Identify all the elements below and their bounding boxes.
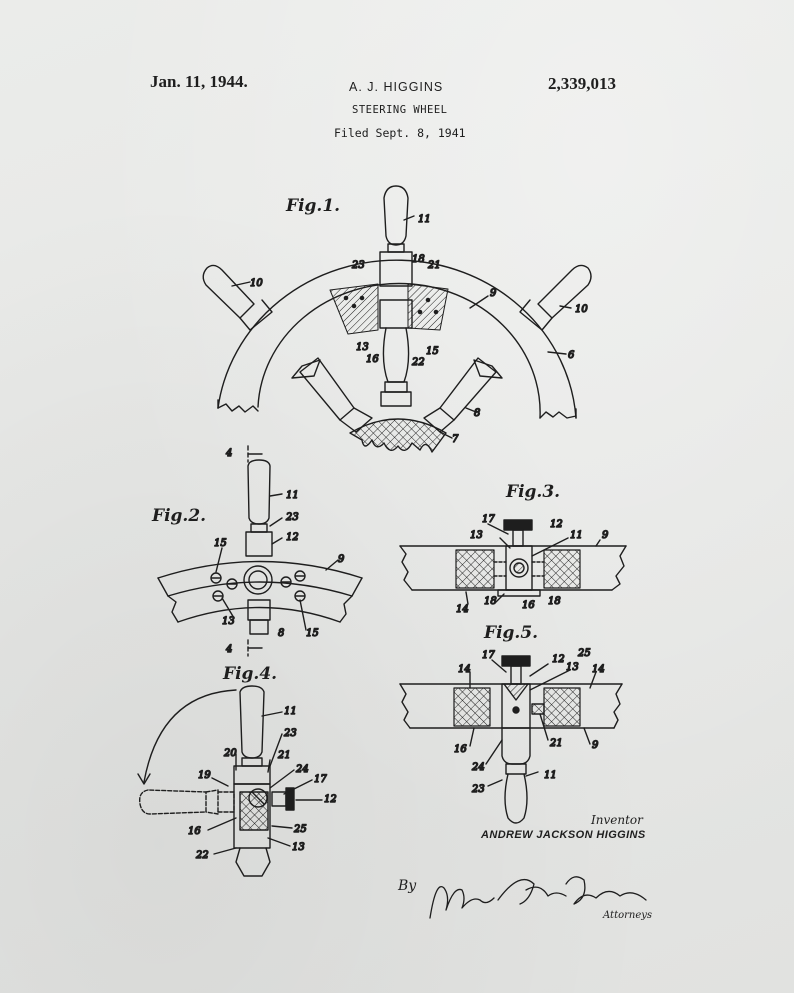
filed-date: Filed Sept. 8, 1941 [334, 126, 466, 140]
ref-label: 17 [482, 650, 495, 661]
figure-2-drawing [157, 445, 363, 657]
ref-label: 14 [592, 664, 605, 675]
figure-5-label: Fig.5. [484, 623, 539, 643]
ref-label: 23 [351, 260, 365, 271]
inventor-header: A. J. HIGGINS [349, 80, 444, 94]
attorneys-label: Attorneys [603, 910, 653, 921]
ref-label: 21 [277, 750, 291, 761]
ref-label: 17 [314, 774, 327, 785]
ref-label: 20 [223, 748, 237, 759]
ref-label: 11 [418, 214, 431, 225]
ref-label: 8 [278, 628, 284, 639]
ref-label: 7 [452, 434, 459, 445]
ref-label: 12 [550, 519, 563, 530]
ref-label: 13 [356, 342, 369, 353]
ref-label: 24 [295, 764, 309, 775]
ref-label: 14 [456, 604, 469, 615]
ref-label: 21 [549, 738, 563, 749]
ref-label: 16 [454, 744, 467, 755]
ref-label: 16 [188, 826, 201, 837]
figure-1-refs: 11 10 10 23 18 21 9 6 13 16 22 15 8 7 [249, 213, 589, 445]
ref-label: 11 [284, 706, 297, 717]
ref-label: 12 [286, 532, 299, 543]
figure-5-drawing [399, 655, 623, 824]
figure-3-label: Fig.3. [506, 482, 561, 502]
ref-label: 23 [283, 728, 297, 739]
ref-label: 14 [458, 664, 471, 675]
ref-label: 19 [198, 770, 211, 781]
ref-label: 13 [222, 616, 235, 627]
ref-label: 6 [568, 350, 575, 361]
figure-4-label: Fig.4. [223, 664, 278, 684]
ref-label: 10 [575, 304, 588, 315]
figure-1-drawing [202, 185, 592, 453]
ref-label: 9 [602, 530, 609, 541]
ref-label: 17 [482, 514, 495, 525]
ref-label: 11 [286, 490, 299, 501]
inventor-caption: Inventor [591, 813, 643, 827]
patent-date: Jan. 11, 1944. [150, 72, 248, 91]
ref-label: 16 [366, 354, 379, 365]
figure-4-drawing [137, 685, 323, 877]
ref-label: 15 [426, 346, 439, 357]
ref-label: 18 [484, 596, 497, 607]
ref-label: 12 [552, 654, 565, 665]
ref-label: 21 [427, 260, 441, 271]
figure-1-label: Fig.1. [286, 196, 341, 216]
figure-4-refs: 11 23 20 21 24 19 17 12 16 25 22 13 [187, 705, 337, 861]
ref-label: 9 [592, 740, 599, 751]
ref-label: 9 [490, 288, 497, 299]
ref-label: 11 [570, 530, 583, 541]
patent-title: STEERING WHEEL [352, 104, 448, 116]
ref-label: 18 [548, 596, 561, 607]
ref-label: 4 [225, 448, 232, 459]
ref-label: 4 [225, 644, 232, 655]
ref-label: 25 [293, 824, 307, 835]
ref-label: 12 [324, 794, 337, 805]
figure-3-drawing [399, 519, 627, 605]
patent-number: 2,339,013 [548, 74, 616, 93]
ref-label: 16 [522, 600, 535, 611]
ref-label: 15 [306, 628, 319, 639]
ref-label: 25 [577, 648, 591, 659]
ref-label: 24 [471, 762, 485, 773]
inventor-name: ANDREW JACKSON HIGGINS [481, 829, 646, 841]
ref-label: 11 [544, 770, 557, 781]
ref-label: 13 [470, 530, 483, 541]
figure-5-refs: 17 12 25 13 14 14 16 21 9 24 11 23 [453, 647, 605, 795]
figure-2-label: Fig.2. [152, 506, 207, 526]
ref-label: 10 [250, 278, 263, 289]
ref-label: 8 [474, 408, 480, 419]
ref-label: 23 [285, 512, 299, 523]
ref-label: 13 [566, 662, 579, 673]
figure-2-refs: 4 11 23 12 15 9 13 8 15 4 [213, 447, 345, 655]
ref-label: 22 [411, 357, 425, 368]
ref-label: 15 [214, 538, 227, 549]
ref-label: 23 [471, 784, 485, 795]
ref-label: 22 [195, 850, 209, 861]
ref-label: 9 [338, 554, 345, 565]
figure-3-refs: 17 12 13 11 9 14 18 16 18 [455, 513, 609, 615]
ref-label: 18 [412, 254, 425, 265]
by-label: By [398, 878, 417, 894]
ref-label: 13 [292, 842, 305, 853]
attorney-signature [429, 876, 647, 919]
